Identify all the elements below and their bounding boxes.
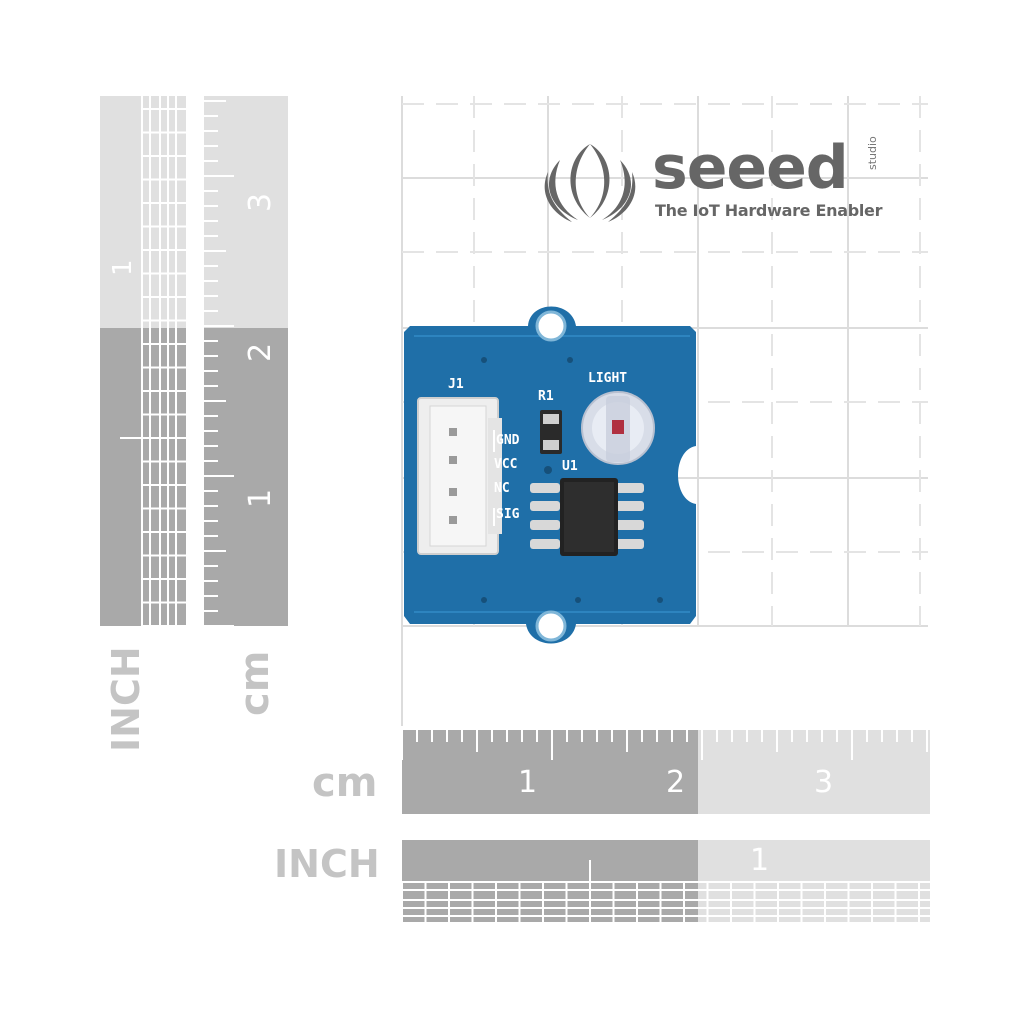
mounting-hole-bottom [535, 610, 567, 642]
horizontal-cm-number-1: 1 [518, 765, 538, 800]
grove-connector [417, 397, 502, 555]
pin-label-gnd: GND [496, 433, 520, 448]
connector-label-j1: J1 [448, 377, 464, 392]
horizontal-cm-number-3: 3 [814, 765, 834, 800]
resistor-label-r1: R1 [538, 389, 554, 404]
vertical-cm-number-3: 3 [243, 192, 278, 212]
light-sensor-photoresistor [581, 391, 655, 465]
chip-label-u1: U1 [562, 459, 578, 474]
vertical-cm-number-1: 1 [243, 488, 278, 508]
mounting-hole-top [535, 310, 567, 342]
brand-studio: studio [866, 136, 879, 170]
brand-name: seeed [652, 133, 849, 203]
horizontal-inch-number-1: 1 [750, 843, 770, 878]
vertical-inch-ruler [100, 96, 186, 627]
vertical-cm-ruler [204, 96, 288, 627]
brand-tagline: The IoT Hardware Enabler [655, 201, 883, 220]
sensor-label-light: LIGHT [588, 371, 628, 386]
pin-label-nc: NC [494, 481, 510, 496]
vertical-cm-number-2: 2 [243, 342, 278, 362]
horizontal-cm-ruler [401, 730, 930, 814]
horizontal-cm-label: cm [312, 760, 378, 806]
chip-u1 [530, 478, 644, 556]
pin-label-sig: SIG [496, 507, 520, 522]
vertical-inch-number-1: 1 [108, 259, 138, 276]
vertical-cm-label: cm [232, 650, 278, 716]
resistor-r1 [540, 410, 562, 454]
grove-light-sensor-board [404, 306, 696, 644]
horizontal-cm-number-2: 2 [666, 765, 686, 800]
seeed-logo-icon [544, 144, 636, 222]
horizontal-inch-ruler [401, 840, 930, 922]
vertical-inch-label: INCH [104, 646, 148, 752]
horizontal-inch-label: INCH [274, 842, 380, 886]
pin-label-vcc: VCC [494, 457, 518, 472]
